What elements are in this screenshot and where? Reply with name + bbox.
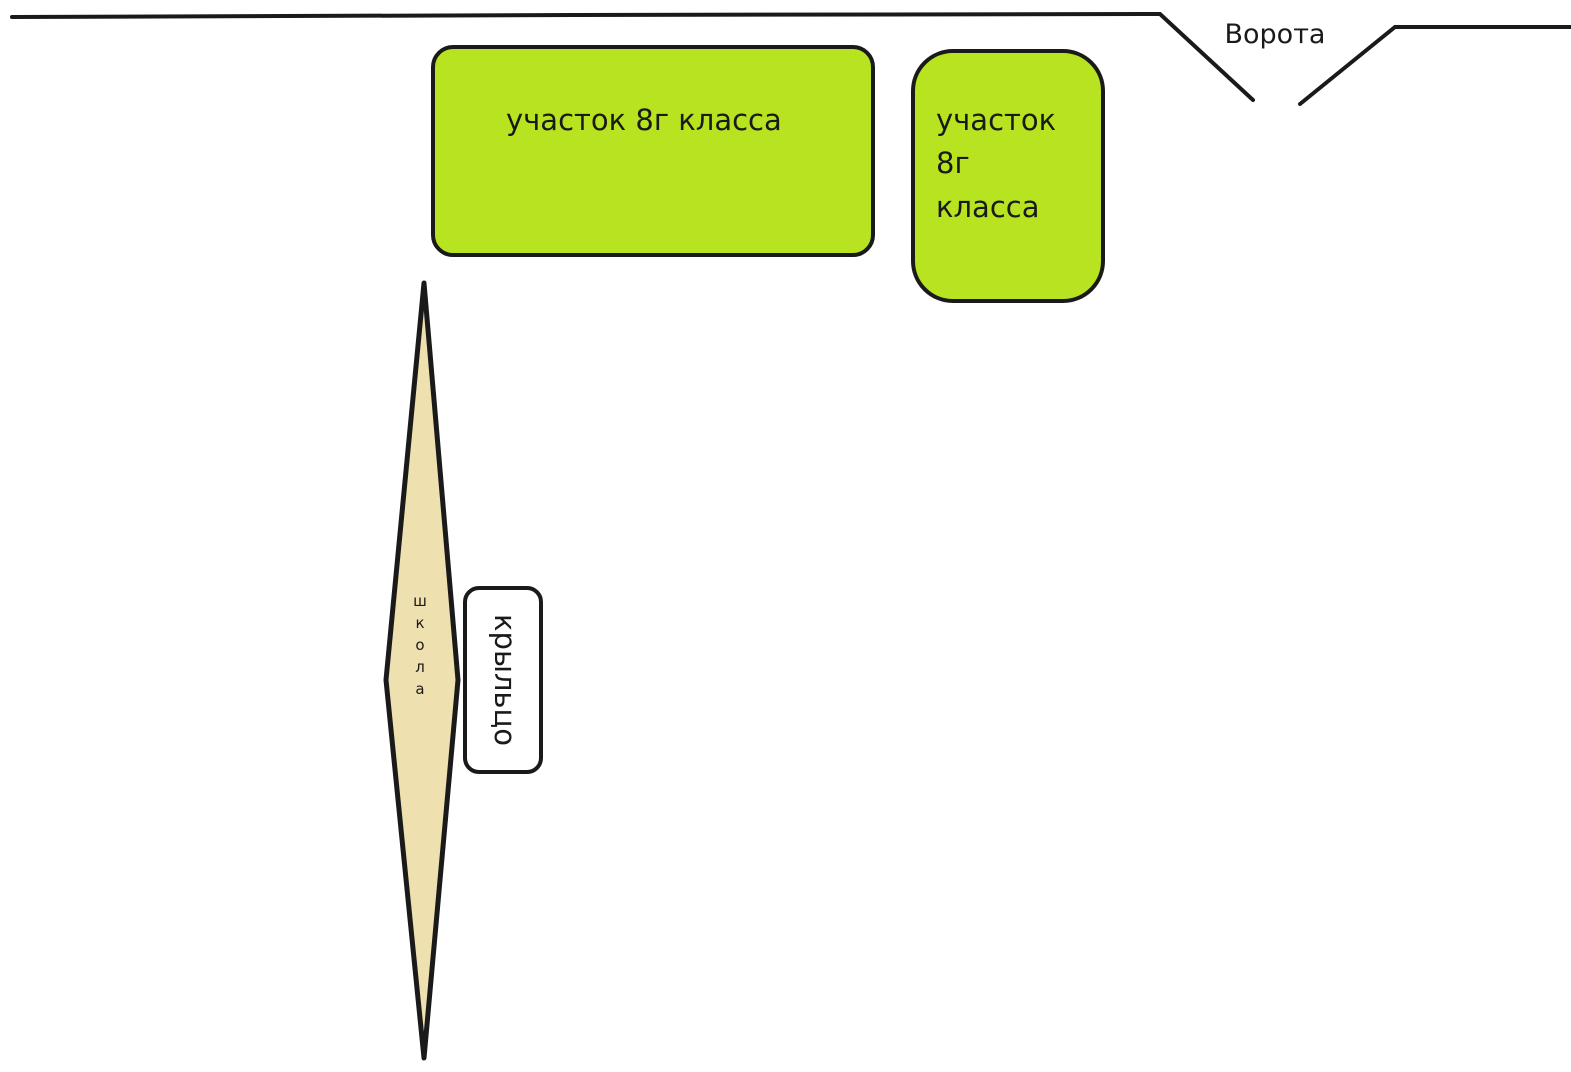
plot-small-label-line-2: 8г — [936, 146, 970, 180]
gate-label: Ворота — [1225, 19, 1326, 50]
plot-small-label-line-1: участок — [936, 103, 1056, 137]
school-letter: о — [415, 636, 424, 654]
porch — [463, 586, 543, 774]
school-letter: ш — [413, 592, 427, 610]
school-label: ш к о л а — [413, 592, 427, 698]
school-letter: л — [415, 658, 425, 676]
plot-small-label: участок 8г класса — [936, 103, 1065, 224]
plot-large-label: участок 8г класса — [506, 103, 782, 137]
plot-small-label-line-3: класса — [936, 190, 1039, 224]
fence-right-segment — [1298, 25, 1571, 106]
school-letter: а — [415, 680, 424, 698]
plot-small — [911, 49, 1105, 303]
porch-label: крыльцо — [488, 614, 522, 746]
school-building — [383, 280, 461, 1061]
fence-left-segment — [10, 11, 1255, 102]
plot-large — [431, 45, 875, 257]
fence — [10, 11, 1571, 106]
school-letter: к — [415, 614, 424, 632]
